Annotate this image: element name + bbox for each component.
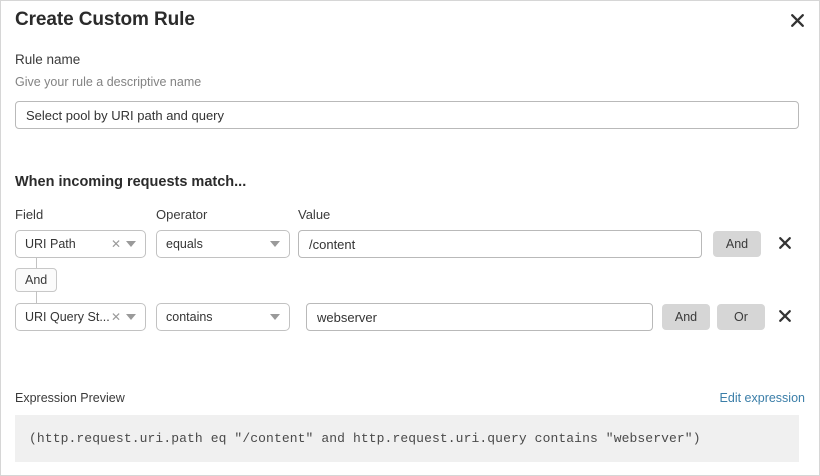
chevron-down-icon[interactable] xyxy=(270,241,280,247)
column-header-operator: Operator xyxy=(156,207,208,222)
delete-condition-button-row-2[interactable] xyxy=(773,305,797,329)
chevron-down-icon[interactable] xyxy=(126,241,136,247)
clear-x-icon[interactable]: ✕ xyxy=(110,310,121,324)
expression-preview-code: (http.request.uri.path eq "/content" and… xyxy=(29,431,701,446)
rule-name-input[interactable] xyxy=(15,101,799,129)
operator-select-value: contains xyxy=(166,310,213,324)
field-select-row-2[interactable]: URI Query St... ✕ xyxy=(15,303,146,331)
chevron-down-icon[interactable] xyxy=(126,314,136,320)
rule-name-help-text: Give your rule a descriptive name xyxy=(15,75,202,89)
expression-preview-box: (http.request.uri.path eq "/content" and… xyxy=(15,415,799,462)
value-input-row-1[interactable] xyxy=(298,230,702,258)
field-select-row-1[interactable]: URI Path ✕ xyxy=(15,230,146,258)
condition-row: URI Query St... ✕ contains And Or xyxy=(1,303,819,331)
match-section-heading: When incoming requests match... xyxy=(15,174,247,190)
or-button-row-2[interactable]: Or xyxy=(717,304,765,330)
modal-title: Create Custom Rule xyxy=(15,9,195,30)
close-icon xyxy=(778,236,792,253)
delete-condition-button-row-1[interactable] xyxy=(773,232,797,256)
clear-x-icon[interactable]: ✕ xyxy=(110,237,121,251)
and-button-row-2[interactable]: And xyxy=(662,304,710,330)
chevron-down-icon[interactable] xyxy=(270,314,280,320)
field-select-value: URI Query St... xyxy=(25,310,110,324)
and-button-row-1[interactable]: And xyxy=(713,231,761,257)
connector-and-button[interactable]: And xyxy=(15,268,58,292)
expression-preview-label: Expression Preview xyxy=(15,391,125,405)
connector-line-top xyxy=(36,257,37,268)
close-icon xyxy=(790,13,805,28)
edit-expression-link[interactable]: Edit expression xyxy=(719,391,805,405)
operator-select-value: equals xyxy=(166,237,203,251)
condition-row: URI Path ✕ equals And xyxy=(1,230,819,258)
operator-select-row-1[interactable]: equals xyxy=(156,230,290,258)
connector-line-bottom xyxy=(36,291,37,304)
close-modal-button[interactable] xyxy=(784,7,810,33)
column-header-value: Value xyxy=(298,207,331,222)
value-input-row-2[interactable] xyxy=(306,303,653,331)
rule-name-label: Rule name xyxy=(15,52,81,67)
field-select-value: URI Path xyxy=(25,237,76,251)
close-icon xyxy=(778,309,792,326)
column-header-field: Field xyxy=(15,207,44,222)
operator-select-row-2[interactable]: contains xyxy=(156,303,290,331)
row-connector: And xyxy=(15,257,105,304)
